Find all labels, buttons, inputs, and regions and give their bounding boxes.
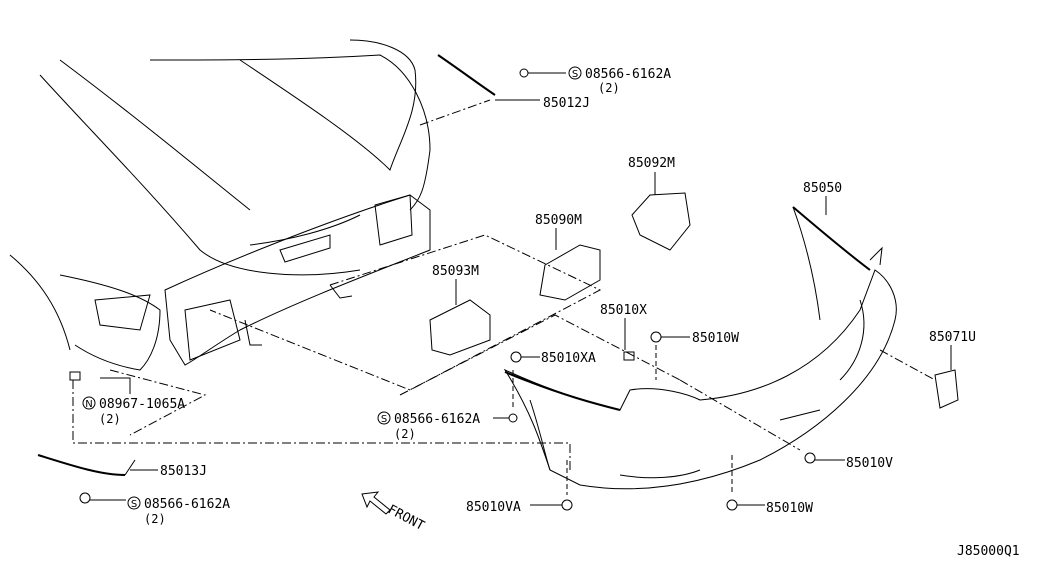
part-qty: (2) [144,512,166,526]
front-label: FRONT [385,502,427,534]
part-prefix: S [131,499,137,510]
part-callout-p10[interactable]: 85010XA [541,351,596,366]
part-qty: (2) [598,81,620,95]
part-callout-p8[interactable]: 85010W [692,331,739,346]
part-callout-p4[interactable]: 85050 [803,181,842,196]
part-qty: (2) [394,427,416,441]
part-prefix: S [381,414,387,425]
part-callout-p11[interactable]: N 08967-1065A (2) [82,396,185,426]
part-callout-p12[interactable]: S 08566-6162A (2) [377,411,480,441]
vehicle-body-drawing [9,39,431,371]
part-qty: (2) [99,412,121,426]
part-callout-p14[interactable]: S 08566-6162A (2) [127,496,230,526]
small-parts-drawing [37,54,959,511]
part-number: 08566-6162A [394,412,480,427]
part-callout-p16[interactable]: 85010VA [466,500,521,515]
front-direction-arrow: FRONT [361,491,427,534]
part-callout-p5[interactable]: 85090M [535,213,582,228]
part-callout-p3[interactable]: 85092M [628,156,675,171]
assembly-boundary-lines [72,99,936,495]
part-callout-p13[interactable]: 85013J [160,464,207,479]
part-callout-p17[interactable]: 85010W [766,501,813,516]
part-number: 08967-1065A [99,397,185,412]
part-prefix: S [572,69,578,80]
leader-lines [90,72,952,506]
part-callout-p6[interactable]: 85093M [432,264,479,279]
part-number: 08566-6162A [144,497,230,512]
part-number: 08566-6162A [585,67,671,82]
part-callout-p1[interactable]: S 08566-6162A (2) [568,66,671,95]
part-prefix: N [85,399,92,410]
part-callout-p2[interactable]: 85012J [543,96,590,111]
bumper-fascia-drawing [503,206,897,490]
part-callout-p9[interactable]: 85071U [929,330,976,345]
part-callout-p7[interactable]: 85010X [600,303,647,318]
part-callout-p15[interactable]: 85010V [846,456,893,471]
diagram-code: J85000Q1 [957,544,1020,559]
